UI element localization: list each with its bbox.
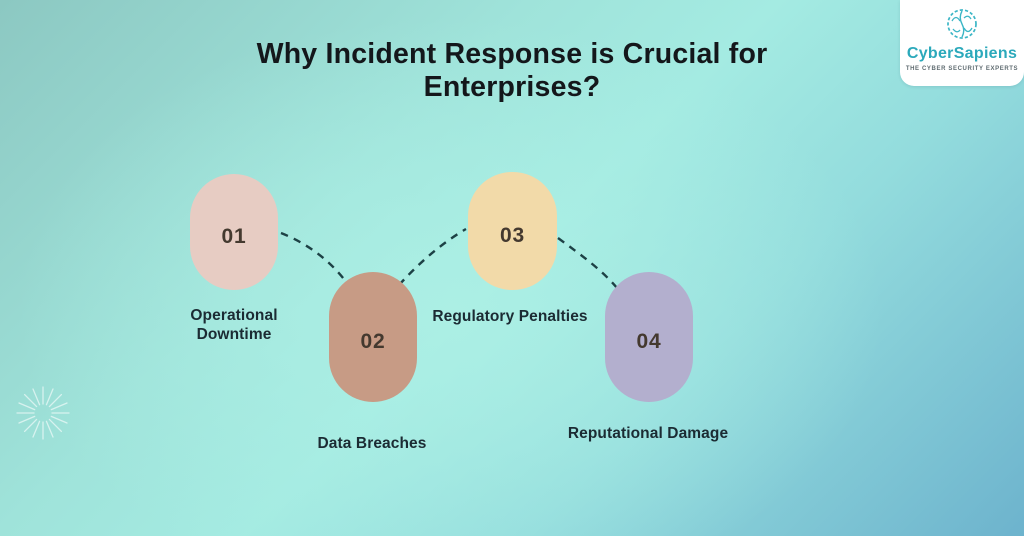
- connector-dashed-line-2-3: [398, 227, 467, 286]
- step-pill-01: 01: [190, 174, 278, 290]
- step-label-04: Reputational Damage: [567, 425, 729, 442]
- step-pill-03: 03: [468, 172, 557, 290]
- page-title-line1: Why Incident Response is Crucial for: [256, 38, 768, 70]
- step-pill-02: 02: [329, 272, 417, 402]
- connector-dashed-line-3-4: [557, 237, 618, 289]
- brain-logo-icon: [947, 9, 977, 39]
- logo-tagline: THE CYBER SECURITY EXPERTS: [905, 66, 1019, 72]
- step-label-01: Operational Downtime: [190, 307, 278, 343]
- step-label-03: Regulatory Penalties: [432, 308, 588, 325]
- page-title: Why Incident Response is Crucial for Ent…: [0, 38, 1024, 104]
- step-label-02: Data Breaches: [317, 435, 427, 452]
- step-number-01: 01: [221, 225, 247, 248]
- logo-brand-name: CyberSapiens: [906, 45, 1018, 62]
- page-title-line2: Enterprises?: [423, 71, 601, 103]
- cybersapiens-logo-card: CyberSapiens THE CYBER SECURITY EXPERTS: [900, 0, 1024, 86]
- connector-dashed-line-1-2: [280, 231, 348, 284]
- step-number-03: 03: [500, 224, 525, 247]
- step-pill-04: 04: [605, 272, 693, 402]
- step-number-02: 02: [360, 330, 386, 353]
- starburst-icon: [16, 386, 70, 440]
- step-number-04: 04: [636, 330, 662, 353]
